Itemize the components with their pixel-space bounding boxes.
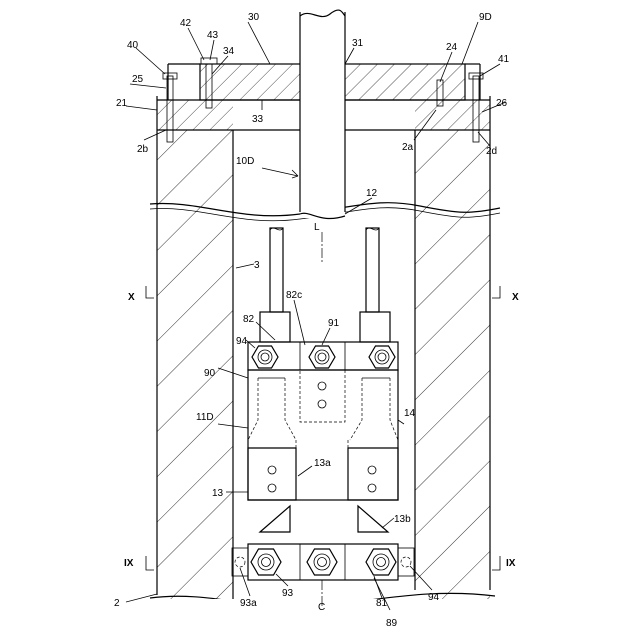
label-30: 30 — [248, 12, 260, 23]
label-2a: 2a — [402, 142, 414, 153]
label-42: 42 — [180, 18, 192, 29]
label-24: 24 — [446, 42, 458, 53]
label-13b: 13b — [394, 514, 411, 525]
label-14: 14 — [404, 408, 416, 419]
label-L: L — [314, 222, 320, 233]
label-9D: 9D — [479, 12, 492, 23]
label-25: 25 — [132, 74, 144, 85]
label-94-lower: 94 — [428, 592, 440, 603]
label-82: 82 — [243, 314, 255, 325]
label-31: 31 — [352, 38, 364, 49]
label-94-upper: 94 — [236, 336, 248, 347]
label-11D: 11D — [196, 412, 214, 423]
label-89: 89 — [386, 618, 398, 629]
label-34: 34 — [223, 46, 235, 57]
label-40: 40 — [127, 40, 139, 51]
label-93a: 93a — [240, 598, 257, 609]
label-33: 33 — [252, 114, 264, 125]
label-91: 91 — [328, 318, 340, 329]
section-IX-right: IX — [506, 558, 516, 569]
label-10D: 10D — [236, 156, 254, 167]
label-90: 90 — [204, 368, 216, 379]
label-C: C — [318, 602, 325, 613]
label-26: 26 — [496, 98, 508, 109]
label-93: 93 — [282, 588, 294, 599]
label-43: 43 — [207, 30, 219, 41]
right-wall-hatch — [415, 130, 490, 610]
label-2d: 2d — [486, 146, 497, 157]
label-82c: 82c — [286, 290, 302, 301]
label-13: 13 — [212, 488, 224, 499]
label-2b: 2b — [137, 144, 149, 155]
section-X-right: X — [512, 292, 519, 303]
label-12: 12 — [366, 188, 378, 199]
label-81: 81 — [376, 598, 388, 609]
section-IX-left: IX — [124, 558, 134, 569]
label-41: 41 — [498, 54, 510, 65]
label-2: 2 — [114, 598, 120, 609]
label-13a: 13a — [314, 458, 331, 469]
shaft — [300, 10, 345, 218]
label-21: 21 — [116, 98, 128, 109]
label-3: 3 — [254, 260, 260, 271]
section-X-left: X — [128, 292, 135, 303]
left-wall-hatch — [157, 130, 233, 610]
